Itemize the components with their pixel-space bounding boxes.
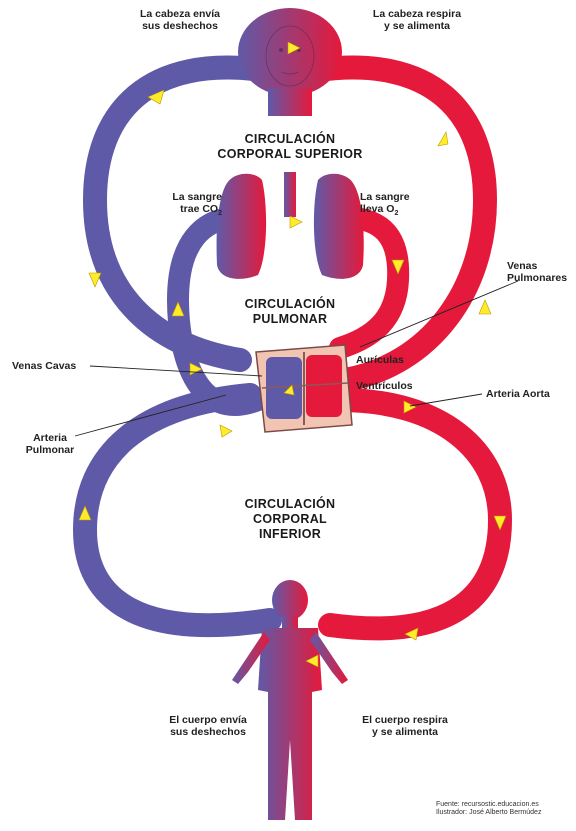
lung-o2-label: La sangre lleva O2 xyxy=(360,191,442,220)
arteria-aorta-label: Arteria Aorta xyxy=(486,388,566,400)
lung-co2-label: La sangre trae CO2 xyxy=(140,191,222,220)
arrow-pulm-artery-loop xyxy=(220,425,232,437)
arrow-upper-right xyxy=(438,132,448,146)
ventriculos-label: Ventrículos xyxy=(356,380,436,392)
head-figure xyxy=(238,8,342,116)
arrow-right-up xyxy=(479,300,491,314)
auriculas-label: Aurículas xyxy=(356,354,426,366)
arrow-lung-right xyxy=(290,216,302,228)
heart-figure xyxy=(256,345,352,432)
venas-cavas-label: Venas Cavas xyxy=(12,360,102,372)
arrow-left-down xyxy=(89,273,101,287)
